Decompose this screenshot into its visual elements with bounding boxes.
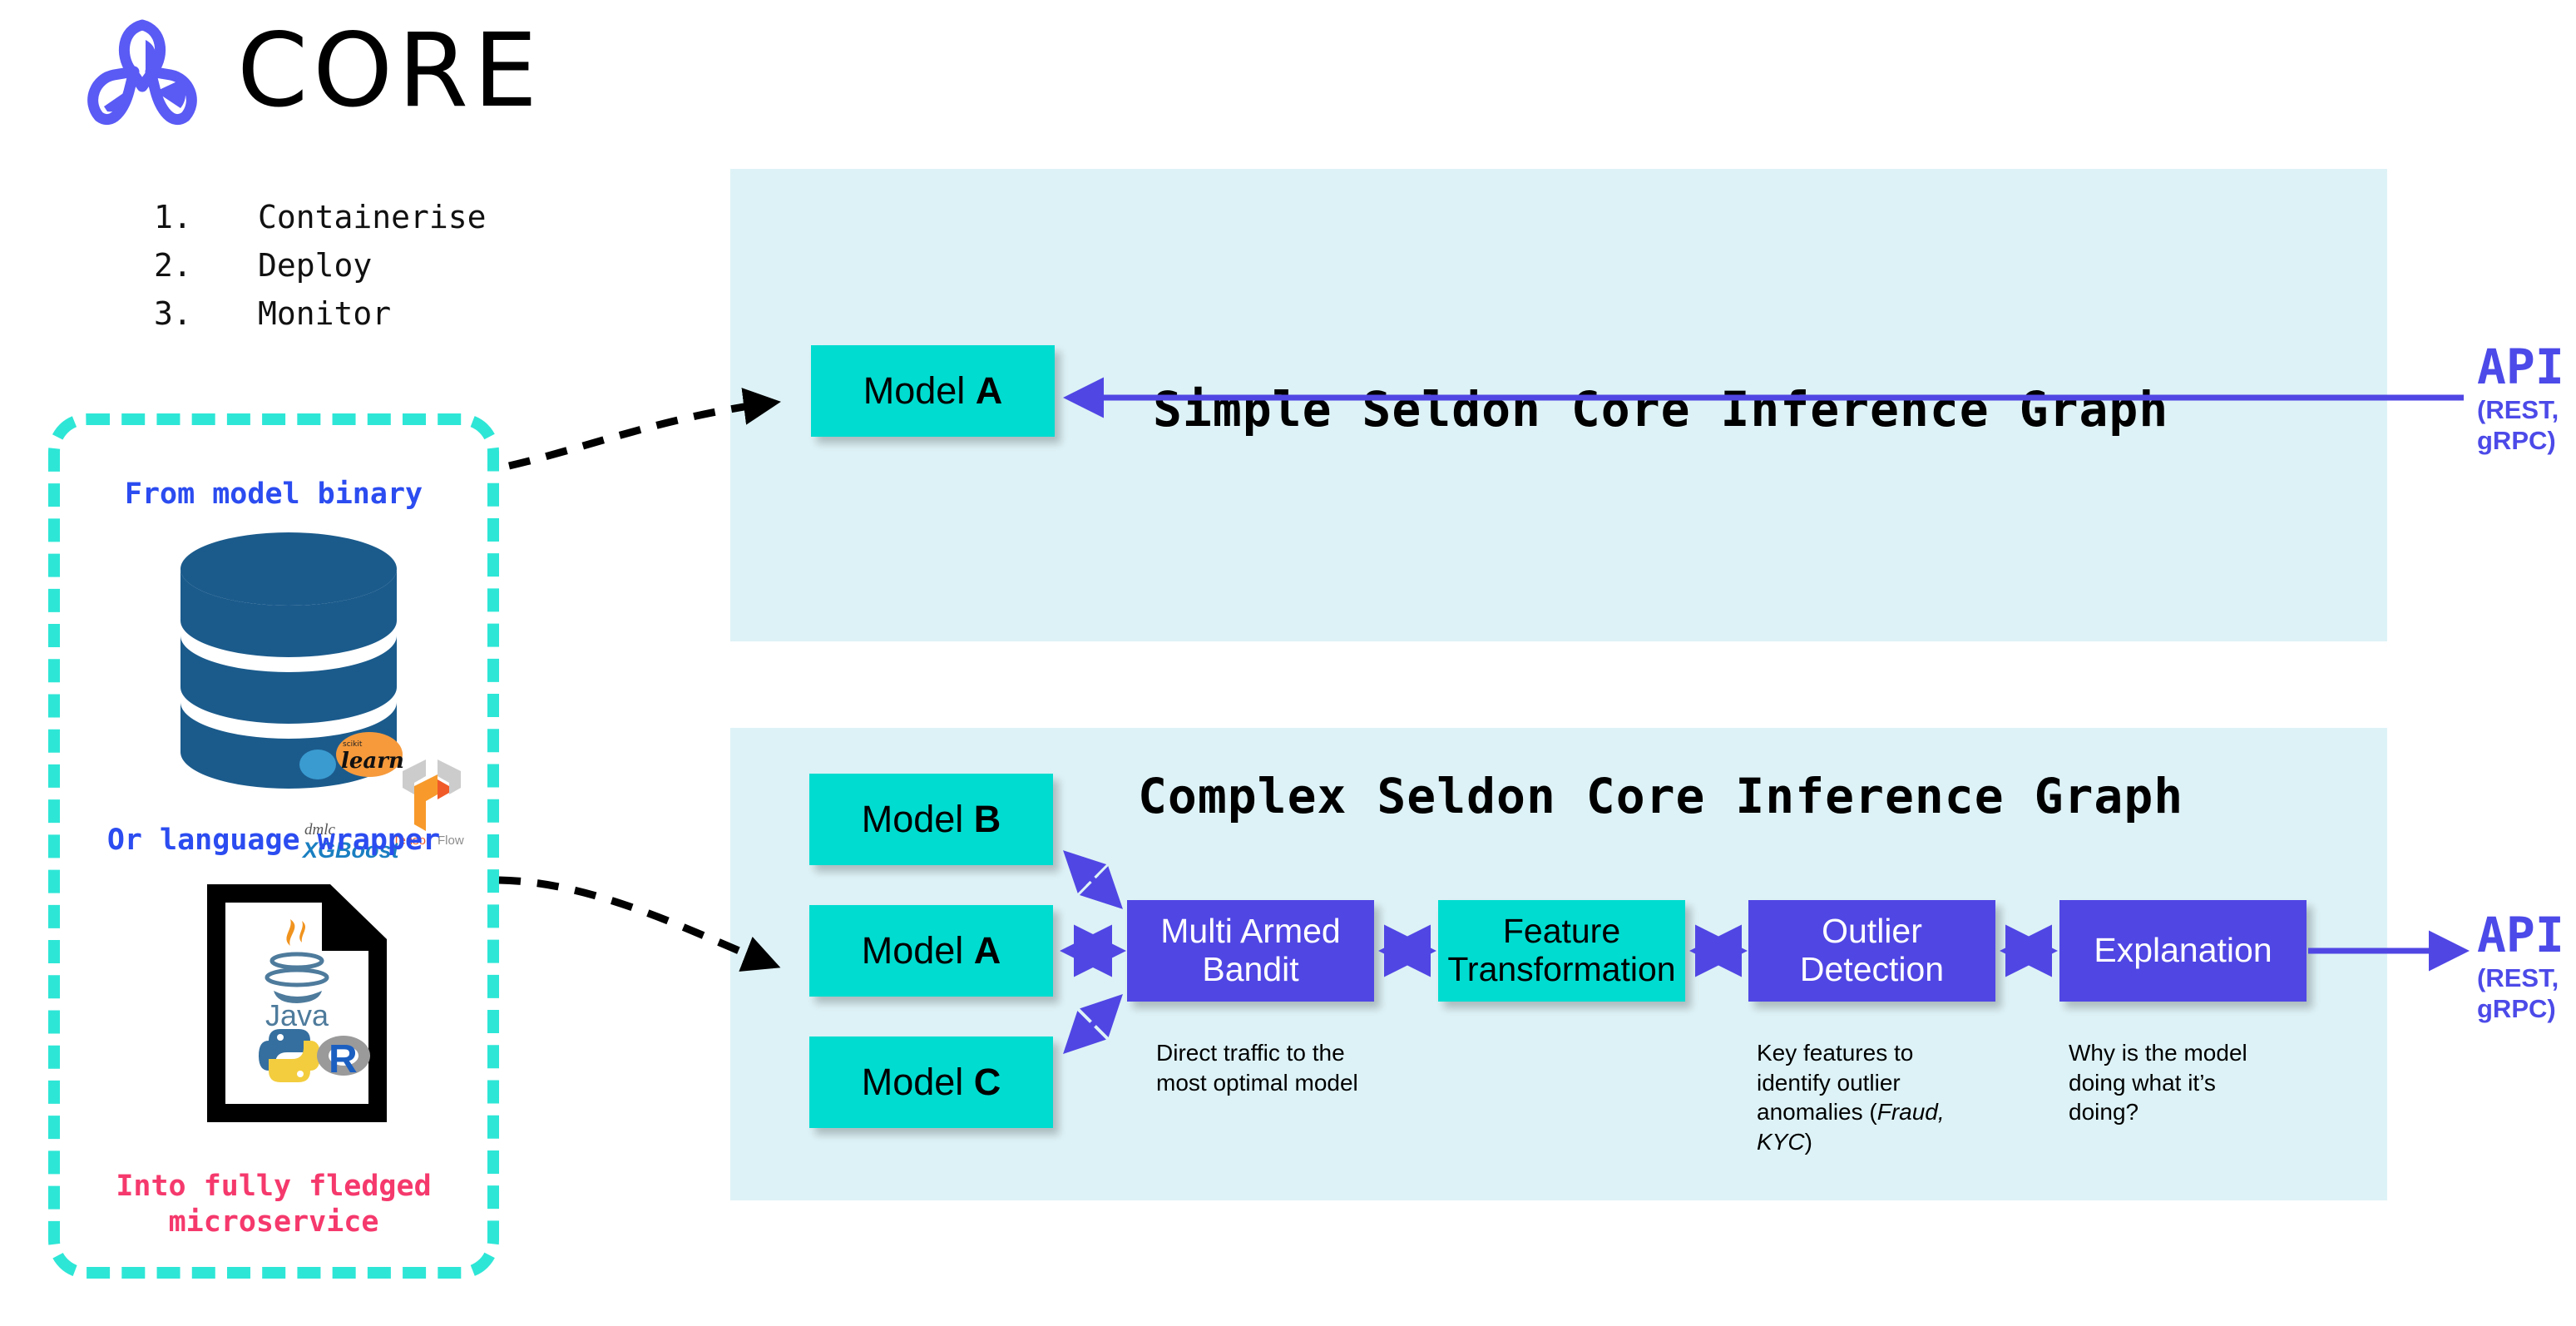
model-packaging-group: From model binary scikit learn Tensor Fl… [48, 413, 499, 1279]
node-label: Model A [863, 369, 1003, 412]
or-language-wrapper-label: Or language wrapper [106, 824, 441, 857]
node-label: Multi Armed Bandit [1160, 912, 1341, 988]
svg-text:XGBoost: XGBoost [301, 838, 400, 863]
svg-text:dmlc: dmlc [304, 821, 336, 839]
node-model-a-simple[interactable]: Model A [811, 345, 1055, 437]
step-label: Containerise [258, 199, 487, 235]
api-subtitle: (REST, gRPC) [2477, 963, 2559, 1024]
into-microservice-label: Into fully fledged microservice [116, 1170, 432, 1239]
node-label: Explanation [2094, 931, 2272, 970]
list-item: 2. Deploy [154, 241, 487, 289]
node-label: Model B [861, 797, 1001, 840]
list-item: 3. Monitor [154, 289, 487, 338]
step-number: 2. [154, 247, 192, 284]
step-number: 1. [154, 199, 192, 235]
from-model-binary-label: From model binary [124, 477, 423, 511]
xgboost-logo-icon: dmlc XGBoost [301, 821, 400, 863]
step-label: Deploy [258, 247, 373, 284]
node-multi-armed-bandit[interactable]: Multi Armed Bandit [1127, 900, 1374, 1002]
caption-outlier-detection: Key features to identify outlier anomali… [1757, 1040, 1945, 1155]
node-label: Feature Transformation [1447, 912, 1676, 988]
svg-text:scikit: scikit [343, 740, 363, 749]
scikit-learn-logo-icon: scikit learn [299, 732, 404, 779]
svg-text:Java: Java [265, 998, 329, 1032]
seldon-trefoil-logo-icon [87, 19, 197, 126]
step-number: 3. [154, 295, 192, 333]
node-label: Model C [861, 1060, 1001, 1103]
api-subtitle: (REST, gRPC) [2477, 395, 2559, 456]
document-file-icon: Java R [207, 884, 387, 1122]
node-explanation[interactable]: Explanation [2059, 900, 2307, 1002]
node-model-a[interactable]: Model A [809, 905, 1053, 997]
node-outlier-detection[interactable]: Outlier Detection [1748, 900, 1995, 1002]
panel-title-complex: Complex Seldon Core Inference Graph [1138, 768, 2184, 824]
api-label-complex: API (REST, gRPC) [2477, 911, 2576, 1024]
node-label: Outlier Detection [1799, 912, 1945, 988]
list-item: 1. Containerise [154, 193, 487, 241]
node-label: Model A [861, 928, 1001, 972]
brand-logo: CORE [79, 15, 611, 148]
node-model-b[interactable]: Model B [809, 774, 1053, 865]
brand-wordmark: CORE [237, 12, 543, 130]
node-model-c[interactable]: Model C [809, 1037, 1053, 1128]
api-label-simple: API (REST, gRPC) [2477, 343, 2576, 456]
svg-text:Flow: Flow [438, 834, 464, 848]
caption-explanation: Why is the model doing what it’s doing? [2069, 1040, 2247, 1126]
svg-text:learn: learn [341, 749, 404, 774]
step-label: Monitor [258, 295, 392, 333]
api-title: API [2477, 907, 2564, 963]
svg-text:Tensor: Tensor [393, 834, 430, 848]
node-feature-transformation[interactable]: Feature Transformation [1438, 900, 1685, 1002]
python-logo-icon [259, 1029, 320, 1082]
java-logo-icon: Java [265, 919, 329, 1032]
panel-title-simple: Simple Seldon Core Inference Graph [1153, 381, 2169, 438]
svg-text:R: R [329, 1037, 358, 1081]
caption-multi-armed-bandit: Direct traffic to the most optimal model [1156, 1040, 1358, 1096]
api-title: API [2477, 339, 2564, 395]
tensorflow-logo-icon: Tensor Flow [393, 759, 464, 848]
r-logo-icon: R [317, 1036, 370, 1081]
steps-list: 1. Containerise 2. Deploy 3. Monitor [154, 193, 487, 338]
